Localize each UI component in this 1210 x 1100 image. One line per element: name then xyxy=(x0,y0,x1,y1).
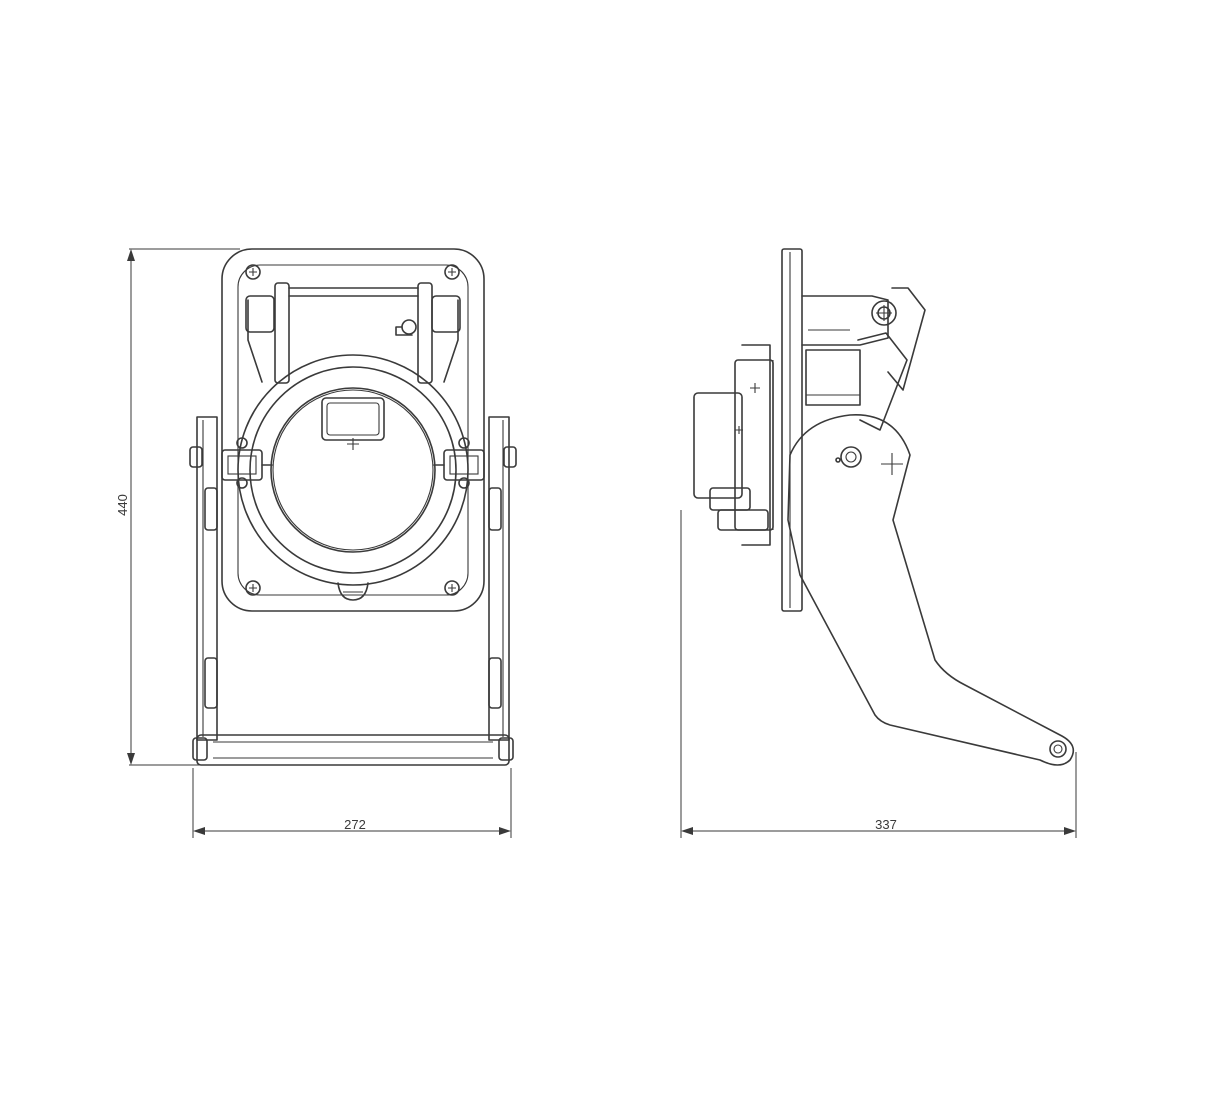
side-lamp-body xyxy=(693,344,861,546)
arm-end-pin xyxy=(1049,740,1067,758)
lamp-housing xyxy=(236,354,470,601)
side-dimensions: 337 xyxy=(680,510,1077,838)
corner-screws xyxy=(245,264,460,596)
front-back-plate xyxy=(221,248,485,612)
front-dimensions: 440 272 xyxy=(115,248,512,838)
side-depth-dimension-label: 337 xyxy=(875,817,897,832)
side-top-mount xyxy=(801,295,889,346)
side-clamps xyxy=(221,449,485,481)
front-view xyxy=(189,248,517,766)
lamp-window xyxy=(321,397,385,441)
arm-pivot xyxy=(840,446,862,468)
side-wall-plate xyxy=(781,248,803,612)
front-plate-inner-edge xyxy=(237,264,469,596)
top-hinge-bracket xyxy=(245,282,461,384)
side-view xyxy=(693,248,1075,766)
side-bracket-arm xyxy=(787,414,1075,766)
front-width-dimension-label: 272 xyxy=(344,817,366,832)
height-dimension-label: 440 xyxy=(115,494,130,516)
stand-legs xyxy=(189,416,517,766)
center-mark xyxy=(347,438,359,450)
